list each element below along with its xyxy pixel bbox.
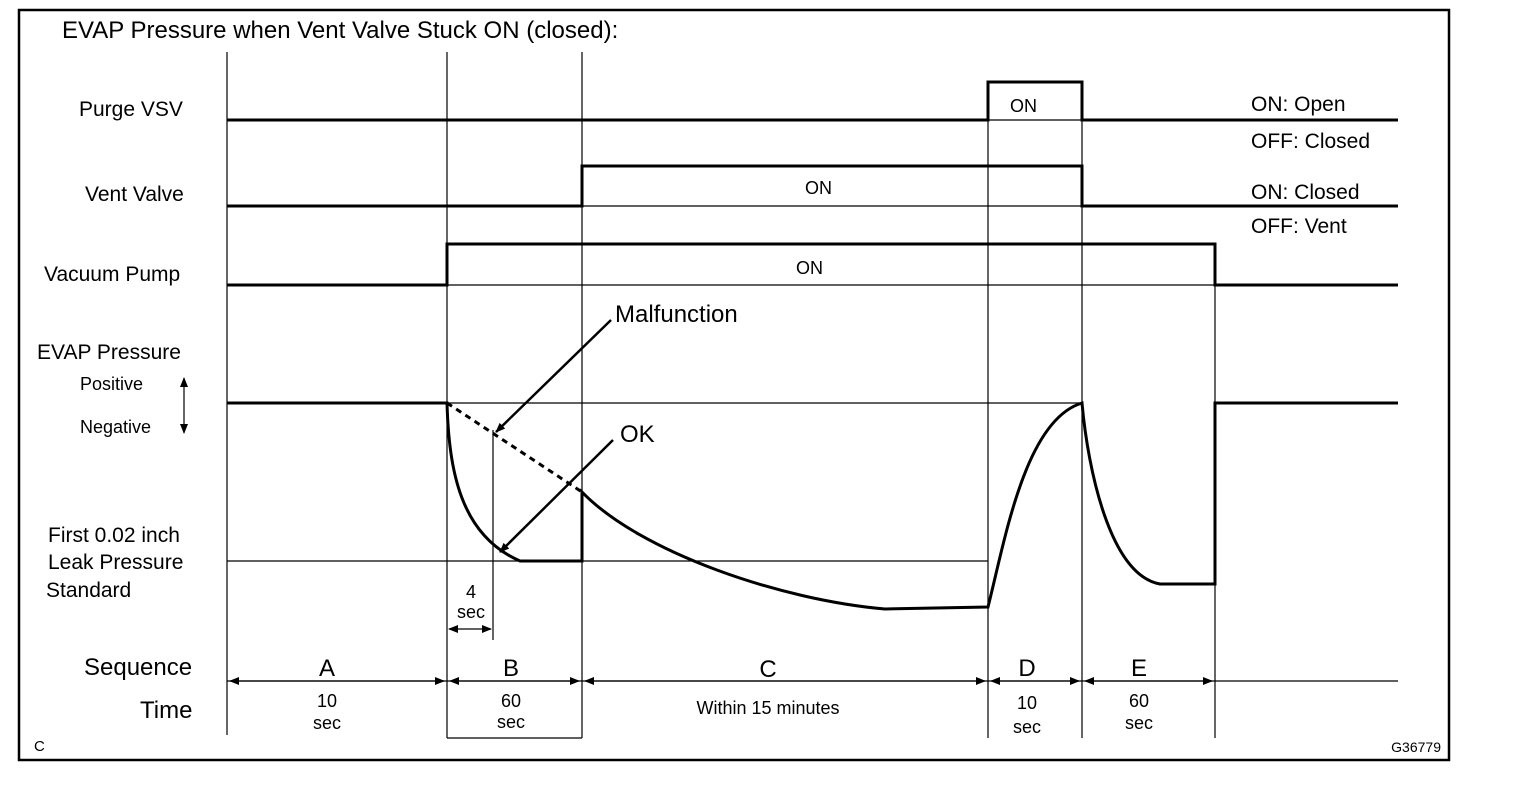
- phase-e-letter: E: [1131, 655, 1147, 682]
- figure-id: G36779: [1391, 739, 1441, 755]
- standard-label-line1: First 0.02 inch: [48, 524, 180, 547]
- phase-boundaries: [226, 52, 1216, 739]
- standard-label-line2: Leak Pressure: [48, 551, 183, 574]
- phase-a-time1: 10: [317, 691, 337, 711]
- vacuum-pump-signal: [227, 242, 1398, 287]
- phase-c-letter: C: [759, 656, 776, 683]
- four-sec-unit: sec: [457, 602, 485, 622]
- purge-vsv-on-label: ON: [1010, 96, 1037, 116]
- ok-pointer: [499, 439, 614, 553]
- evap-pressure-label: EVAP Pressure: [37, 341, 181, 364]
- negative-label: Negative: [80, 417, 151, 437]
- phase-d-time1: 10: [1017, 693, 1037, 713]
- vent-valve-legend-on: ON: Closed: [1251, 181, 1360, 204]
- vacuum-pump-label: Vacuum Pump: [44, 263, 180, 286]
- positive-label: Positive: [80, 374, 143, 394]
- phase-e-time2: sec: [1125, 713, 1153, 733]
- diagram-title: EVAP Pressure when Vent Valve Stuck ON (…: [62, 17, 618, 44]
- phase-d-time2: sec: [1013, 717, 1041, 737]
- evap-pressure-curve: [227, 401, 1398, 611]
- sequence-label: Sequence: [84, 654, 192, 681]
- phase-b-time1: 60: [501, 691, 521, 711]
- phase-b-time2: sec: [497, 712, 525, 732]
- vent-valve-on-label: ON: [805, 178, 832, 198]
- phase-e-time1: 60: [1129, 691, 1149, 711]
- four-sec-number: 4: [466, 582, 476, 602]
- phase-b-letter: B: [503, 655, 519, 682]
- phase-c-time1: Within 15 minutes: [696, 698, 839, 718]
- malfunction-label: Malfunction: [615, 301, 738, 328]
- vent-valve-signal: [227, 164, 1398, 208]
- ok-label: OK: [620, 421, 655, 448]
- standard-label-line3: Standard: [46, 579, 131, 602]
- vent-valve-legend-off: OFF: Vent: [1251, 215, 1347, 238]
- vacuum-pump-on-label: ON: [796, 258, 823, 278]
- purge-vsv-legend-off: OFF: Closed: [1251, 130, 1370, 153]
- phase-d-letter: D: [1018, 655, 1035, 682]
- corner-letter: C: [34, 738, 45, 755]
- purge-vsv-label: Purge VSV: [79, 98, 183, 121]
- vent-valve-label: Vent Valve: [85, 183, 184, 206]
- purge-vsv-legend-on: ON: Open: [1251, 93, 1346, 116]
- diagram-frame: [17, 8, 1451, 762]
- purge-vsv-signal: [227, 80, 1398, 122]
- time-label: Time: [140, 697, 192, 724]
- phase-a-letter: A: [319, 655, 335, 682]
- phase-a-time2: sec: [313, 713, 341, 733]
- malfunction-pointer: [495, 319, 612, 433]
- malfunction-curve: [446, 401, 583, 494]
